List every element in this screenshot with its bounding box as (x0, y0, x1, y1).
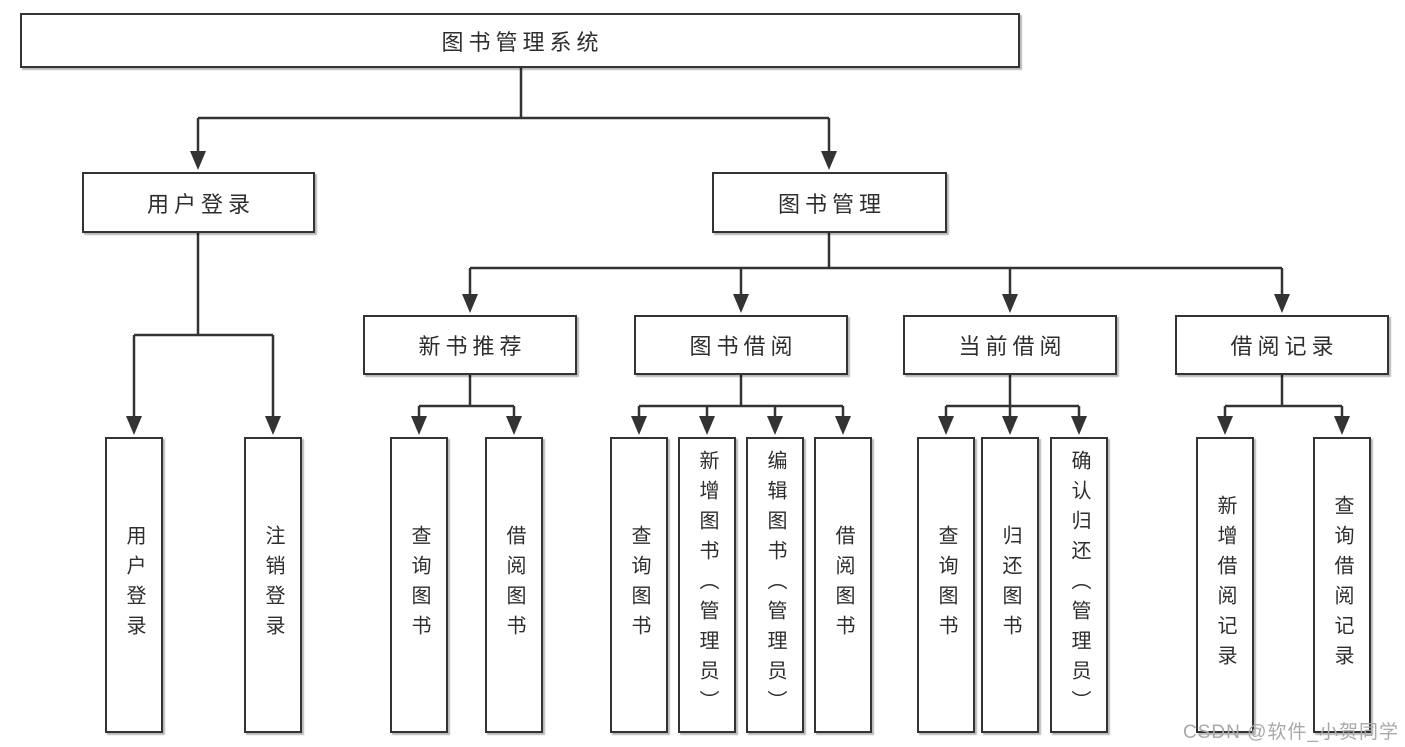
node-current-borrow: 当前借阅 (903, 315, 1117, 375)
node-user-login-label: 用户登录 (146, 191, 255, 217)
node-root: 图书管理系统 (20, 13, 1020, 68)
leaf-bb-borrow-books-label: 借阅图书 (832, 525, 854, 645)
arrowheads (126, 151, 1350, 435)
leaf-nb-borrow-books-label: 借阅图书 (503, 525, 525, 645)
node-book-borrow: 图书借阅 (634, 315, 848, 375)
node-book-management-label: 图书管理 (777, 191, 886, 217)
leaf-cb-return-books: 归还图书 (981, 437, 1039, 733)
node-book-management: 图书管理 (712, 172, 947, 233)
leaf-bb-add-books-admin-label: 新增图书（管理员） (696, 450, 718, 720)
node-new-book-recommend-label: 新书推荐 (418, 334, 527, 359)
leaf-br-add-record-label: 新增借阅记录 (1214, 495, 1236, 675)
csdn-watermark: CSDN @软件_小贺同学 (1183, 722, 1399, 743)
leaf-user-login-label: 用户登录 (123, 525, 145, 645)
leaf-br-add-record: 新增借阅记录 (1196, 437, 1254, 733)
node-book-borrow-label: 图书借阅 (689, 334, 798, 359)
leaf-logout-login-label: 注销登录 (262, 525, 284, 645)
leaf-bb-borrow-books: 借阅图书 (814, 437, 872, 733)
leaf-bb-query-books: 查询图书 (610, 437, 668, 733)
leaf-logout-login: 注销登录 (244, 437, 302, 733)
leaf-br-query-record-label: 查询借阅记录 (1331, 495, 1353, 675)
leaf-bb-query-books-label: 查询图书 (628, 525, 650, 645)
leaf-cb-confirm-return-admin: 确认归还（管理员） (1050, 437, 1108, 733)
node-current-borrow-label: 当前借阅 (958, 334, 1067, 359)
node-borrow-records: 借阅记录 (1175, 315, 1389, 375)
leaf-br-query-record: 查询借阅记录 (1313, 437, 1371, 733)
leaf-cb-return-books-label: 归还图书 (999, 525, 1021, 645)
node-user-login: 用户登录 (82, 172, 315, 233)
leaf-bb-edit-books-admin-label: 编辑图书（管理员） (764, 450, 786, 720)
leaf-user-login: 用户登录 (105, 437, 163, 733)
node-root-label: 图书管理系统 (441, 29, 604, 55)
node-new-book-recommend: 新书推荐 (363, 315, 577, 375)
node-borrow-records-label: 借阅记录 (1230, 334, 1339, 359)
leaf-nb-query-books-label: 查询图书 (408, 525, 430, 645)
leaf-cb-query-books: 查询图书 (917, 437, 975, 733)
leaf-cb-confirm-return-admin-label: 确认归还（管理员） (1068, 450, 1090, 720)
leaf-bb-add-books-admin: 新增图书（管理员） (678, 437, 736, 733)
leaf-nb-borrow-books: 借阅图书 (485, 437, 543, 733)
leaf-nb-query-books: 查询图书 (390, 437, 448, 733)
leaf-bb-edit-books-admin: 编辑图书（管理员） (746, 437, 804, 733)
leaf-cb-query-books-label: 查询图书 (935, 525, 957, 645)
